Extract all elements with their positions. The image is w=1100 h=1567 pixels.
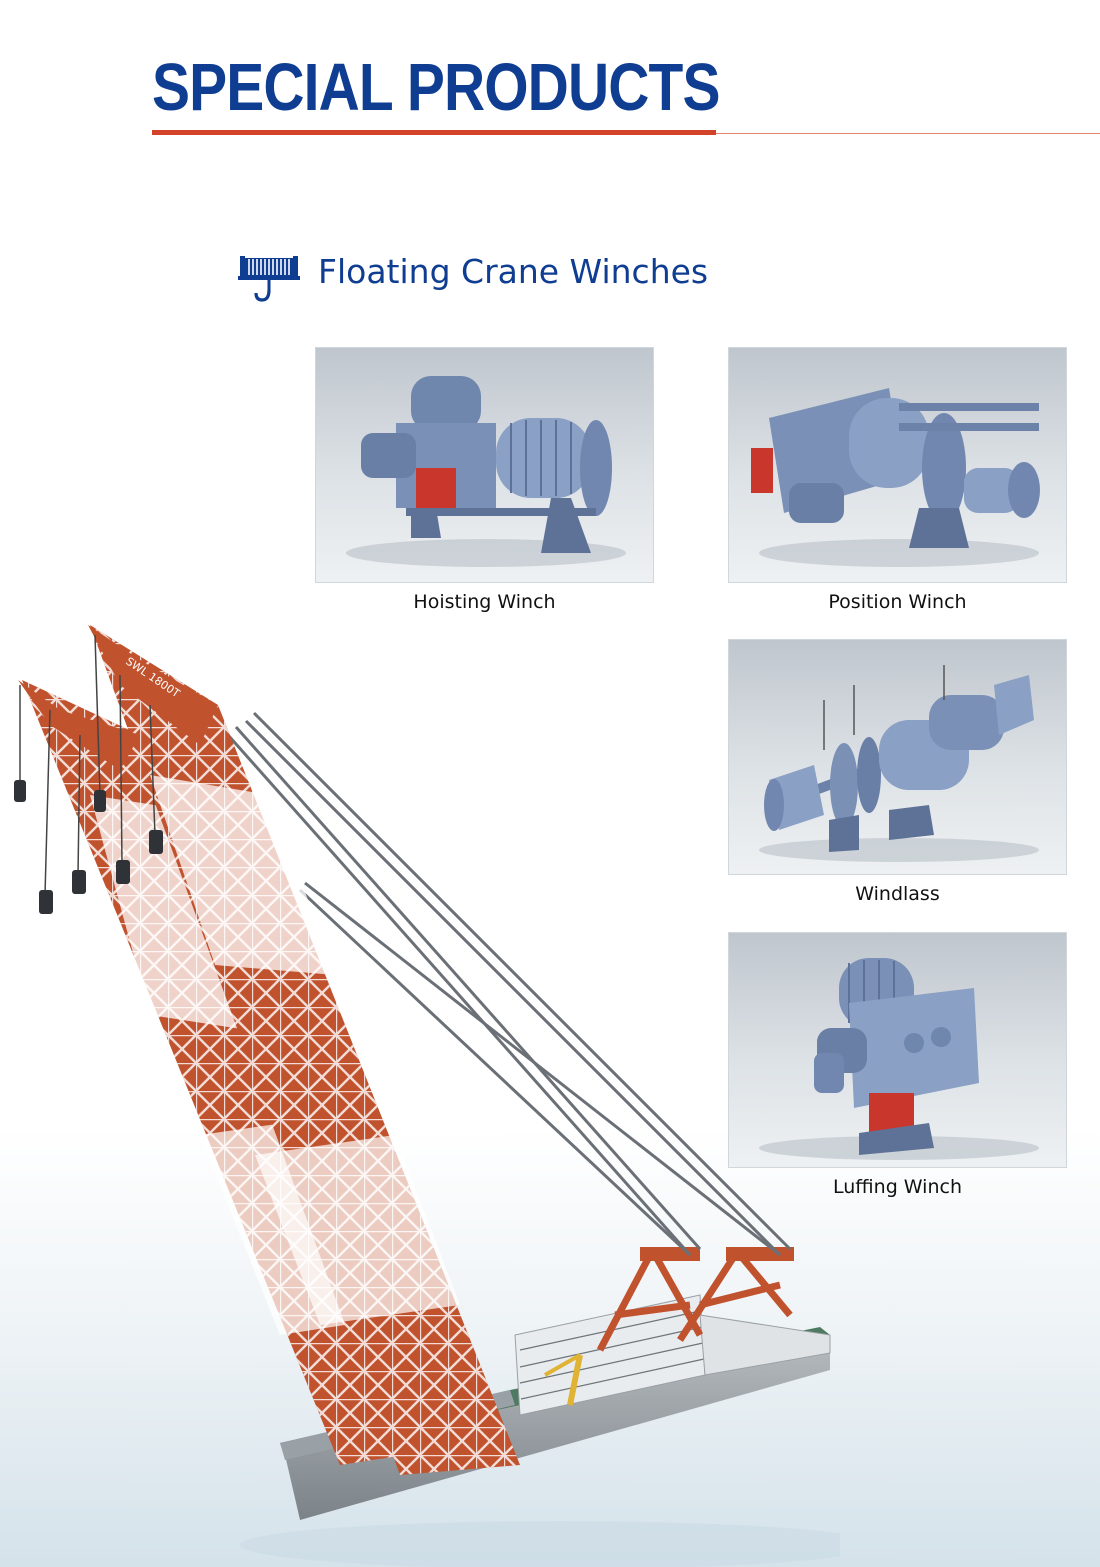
page-title: SPECIAL PRODUCTS (152, 50, 720, 125)
position-winch-image (728, 347, 1067, 583)
floating-crane-image: SWL 1800T (14, 625, 840, 1567)
product-caption: Windlass (855, 883, 940, 905)
product-caption: Luffing Winch (833, 1176, 962, 1198)
winch-hook-icon (238, 256, 300, 302)
product-caption: Position Winch (828, 591, 967, 613)
product-card-position-winch: Position Winch (728, 347, 1067, 613)
page-header: SPECIAL PRODUCTS (0, 0, 1100, 150)
product-card-hoisting-winch: Hoisting Winch (315, 347, 654, 613)
hoisting-winch-image (315, 347, 654, 583)
product-card-windlass: Windlass (728, 639, 1067, 905)
title-underline-thick (152, 130, 716, 135)
product-card-luffing-winch: Luffing Winch (728, 932, 1067, 1198)
luffing-winch-image (728, 932, 1067, 1168)
section-title: Floating Crane Winches (318, 252, 709, 291)
windlass-image (728, 639, 1067, 875)
product-caption: Hoisting Winch (413, 591, 556, 613)
